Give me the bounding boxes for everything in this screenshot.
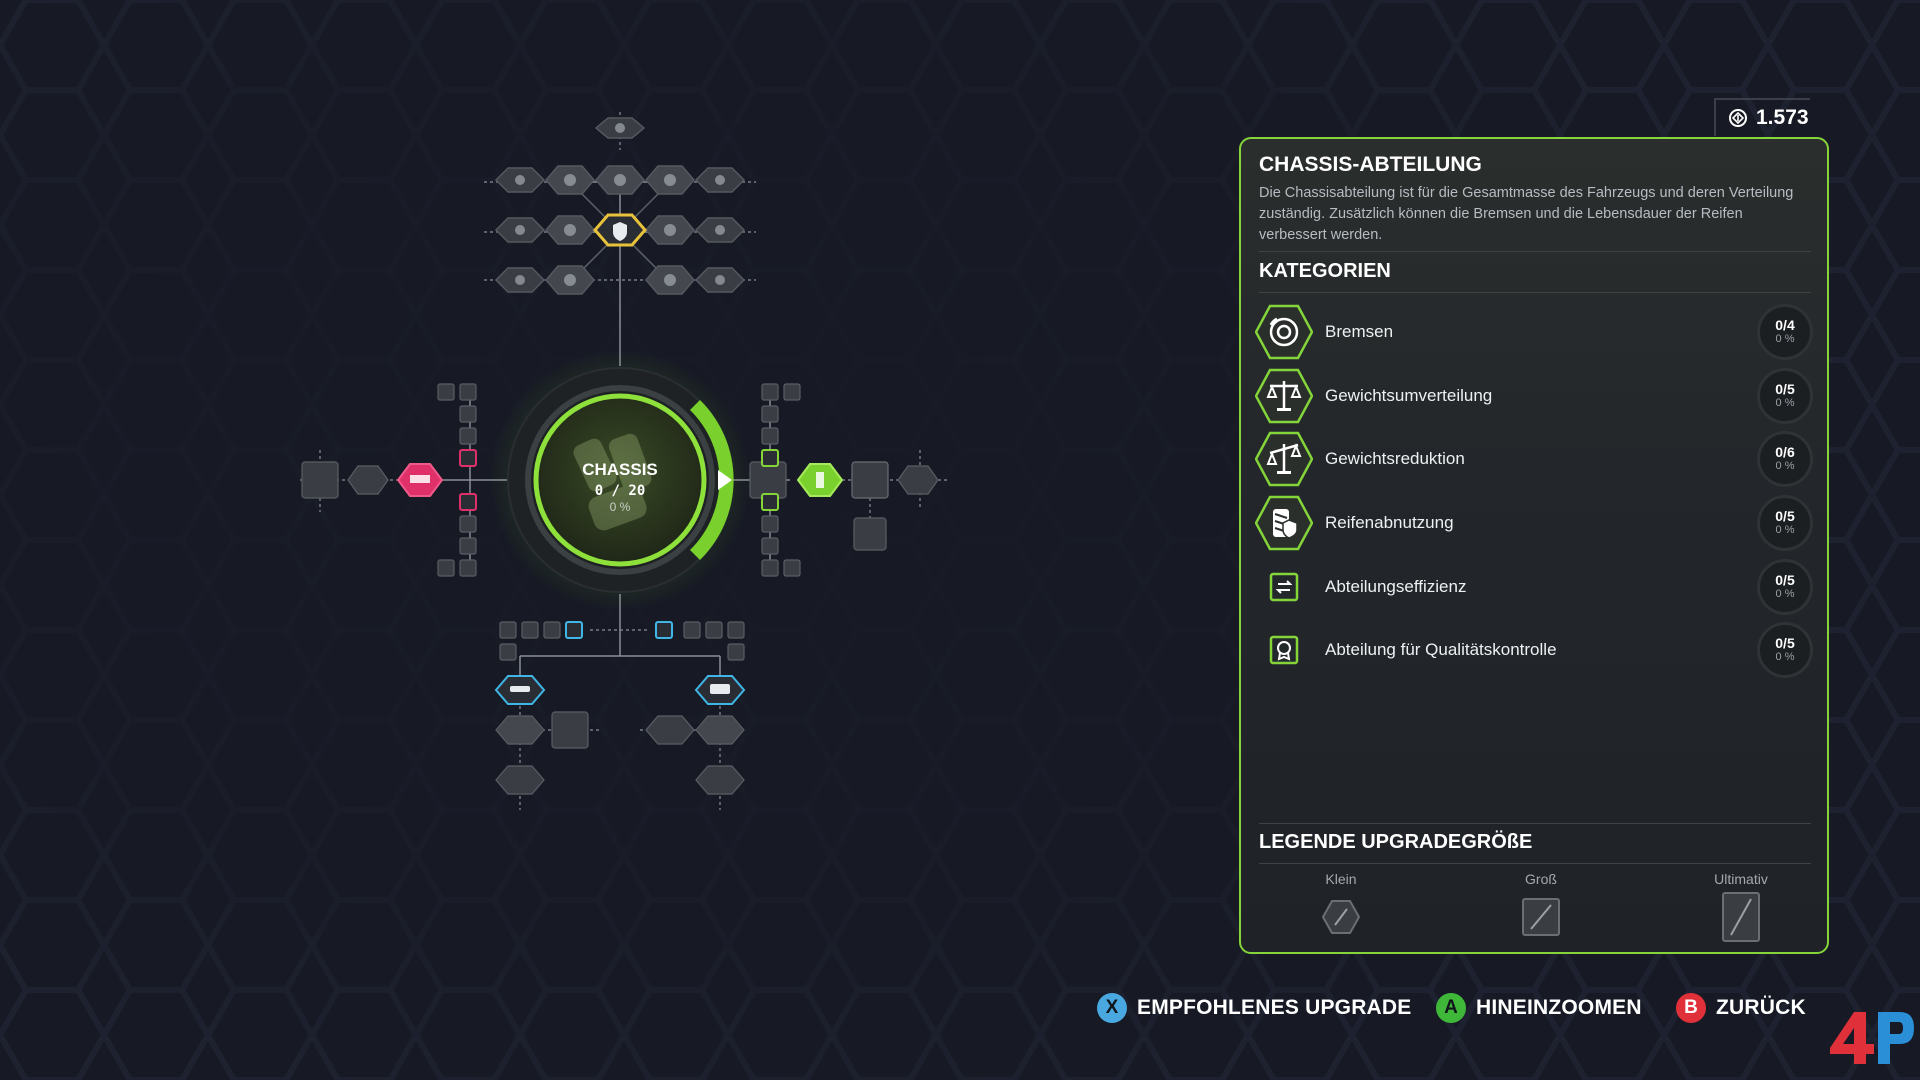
small-hexagon-icon xyxy=(1321,900,1361,934)
divider xyxy=(1259,251,1811,252)
category-percent: 0 % xyxy=(1775,460,1795,472)
legend-item-gross: Groß xyxy=(1481,871,1601,941)
category-count: 0/4 xyxy=(1775,317,1795,333)
category-progress: 0/5 0 % xyxy=(1757,368,1813,424)
category-percent: 0 % xyxy=(1775,397,1795,409)
hint-label: EMPFOHLENES UPGRADE xyxy=(1137,996,1412,1019)
hint-recommended-upgrade[interactable]: X EMPFOHLENES UPGRADE xyxy=(1097,993,1412,1023)
balance-scale-icon xyxy=(1255,368,1313,424)
legend-title: LEGENDE UPGRADEGRÖßE xyxy=(1259,831,1533,853)
4p-logo xyxy=(1830,1012,1914,1064)
category-label: Abteilung für Qualitätskontrolle xyxy=(1325,640,1557,659)
chassis-count: 0 / 20 xyxy=(594,483,646,499)
category-label: Reifenabnutzung xyxy=(1325,513,1454,532)
category-label: Abteilungseffizienz xyxy=(1325,577,1467,596)
categories-title: KATEGORIEN xyxy=(1259,260,1391,282)
b-button-icon: B xyxy=(1676,993,1706,1023)
category-row-abteilungseffizienz[interactable]: Abteilungseffizienz 0/5 0 % xyxy=(1255,558,1813,616)
category-percent: 0 % xyxy=(1775,588,1795,600)
category-count: 0/5 xyxy=(1775,635,1795,651)
divider xyxy=(1259,823,1811,824)
currency-icon xyxy=(1729,109,1747,127)
category-label: Gewichtsumverteilung xyxy=(1325,386,1493,405)
category-label: Gewichtsreduktion xyxy=(1325,449,1465,468)
hint-label: ZURÜCK xyxy=(1716,996,1806,1019)
hint-label: HINEINZOOMEN xyxy=(1476,996,1642,1019)
category-percent: 0 % xyxy=(1775,651,1795,663)
hint-zoom-in[interactable]: A HINEINZOOMEN xyxy=(1436,993,1642,1023)
large-square-icon xyxy=(1522,898,1560,936)
legend-item-ultimativ: Ultimativ xyxy=(1681,871,1801,947)
category-row-bremsen[interactable]: Bremsen 0/4 0 % xyxy=(1255,303,1813,361)
category-count: 0/6 xyxy=(1775,444,1795,460)
tire-shield-icon xyxy=(1255,495,1313,551)
a-button-icon: A xyxy=(1436,993,1466,1023)
tilted-scale-icon xyxy=(1255,431,1313,487)
category-progress: 0/5 0 % xyxy=(1757,559,1813,615)
category-progress: 0/4 0 % xyxy=(1757,304,1813,360)
category-label: Bremsen xyxy=(1325,322,1394,341)
category-percent: 0 % xyxy=(1775,333,1795,345)
chassis-title: CHASSIS xyxy=(582,460,658,479)
department-panel: CHASSIS-ABTEILUNG Die Chassisabteilung i… xyxy=(1239,137,1829,954)
legend-label: Ultimativ xyxy=(1714,871,1768,887)
currency-value: 1.573 xyxy=(1756,106,1809,129)
category-progress: 0/6 0 % xyxy=(1757,431,1813,487)
category-count: 0/5 xyxy=(1775,508,1795,524)
category-percent: 0 % xyxy=(1775,524,1795,536)
chassis-core[interactable]: CHASSIS 0 / 20 0 % xyxy=(520,460,720,514)
category-row-gewichtsumverteilung[interactable]: Gewichtsumverteilung 0/5 0 % xyxy=(1255,367,1813,425)
category-row-reifenabnutzung[interactable]: Reifenabnutzung 0/5 0 % xyxy=(1255,494,1813,552)
category-row-qualitaetskontrolle[interactable]: Abteilung für Qualitätskontrolle 0/5 0 % xyxy=(1255,621,1813,679)
panel-title: CHASSIS-ABTEILUNG xyxy=(1259,153,1482,176)
divider xyxy=(1259,292,1811,293)
brake-disc-icon xyxy=(1255,304,1313,360)
divider xyxy=(1259,863,1811,864)
x-button-icon: X xyxy=(1097,993,1127,1023)
panel-description: Die Chassisabteilung ist für die Gesamtm… xyxy=(1259,185,1794,243)
legend-label: Groß xyxy=(1525,871,1557,887)
category-progress: 0/5 0 % xyxy=(1757,495,1813,551)
legend-label: Klein xyxy=(1325,871,1357,887)
efficiency-arrows-icon xyxy=(1269,572,1299,602)
currency-display: 1.573 xyxy=(1714,98,1810,136)
quality-badge-icon xyxy=(1269,635,1299,665)
chassis-percent: 0 % xyxy=(609,500,631,514)
category-count: 0/5 xyxy=(1775,381,1795,397)
category-count: 0/5 xyxy=(1775,572,1795,588)
hint-back[interactable]: B ZURÜCK xyxy=(1676,993,1806,1023)
legend-item-klein: Klein xyxy=(1281,871,1401,941)
ultimate-rectangle-icon xyxy=(1722,892,1760,942)
category-progress: 0/5 0 % xyxy=(1757,622,1813,678)
category-row-gewichtsreduktion[interactable]: Gewichtsreduktion 0/6 0 % xyxy=(1255,430,1813,488)
